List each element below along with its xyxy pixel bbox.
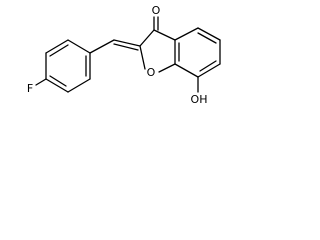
bond bbox=[197, 63, 221, 78]
benzofuranone-five-ring bbox=[139, 29, 176, 73]
exocyclic-double-bond bbox=[113, 39, 141, 47]
c-f-bond bbox=[35, 78, 47, 86]
bond bbox=[89, 39, 115, 54]
bond bbox=[67, 39, 91, 54]
bond bbox=[158, 63, 176, 73]
benzo-ring bbox=[174, 27, 221, 78]
bond bbox=[45, 39, 69, 54]
molecule-diagram: F O O OH bbox=[0, 0, 243, 141]
aromatic-double-bond bbox=[49, 75, 67, 87]
fluorophenyl-ring bbox=[45, 39, 91, 93]
bond bbox=[45, 78, 69, 93]
aromatic-double-bond bbox=[197, 32, 217, 44]
structure-svg: F O O OH bbox=[27, 4, 221, 106]
fluorine-label: F bbox=[27, 82, 33, 95]
hydroxyl-label: OH bbox=[191, 93, 208, 106]
bond bbox=[139, 45, 146, 70]
bond bbox=[139, 29, 155, 47]
aromatic-double-bond bbox=[199, 60, 217, 72]
bond bbox=[67, 78, 91, 93]
bond bbox=[197, 27, 221, 41]
ring-oxygen-label: O bbox=[147, 66, 156, 79]
carbonyl-oxygen-label: O bbox=[152, 4, 161, 17]
bond bbox=[153, 29, 176, 41]
bond bbox=[174, 27, 199, 41]
exocyclic-double-bond bbox=[113, 43, 139, 51]
aromatic-double-bond bbox=[49, 44, 69, 57]
bond bbox=[174, 63, 199, 78]
